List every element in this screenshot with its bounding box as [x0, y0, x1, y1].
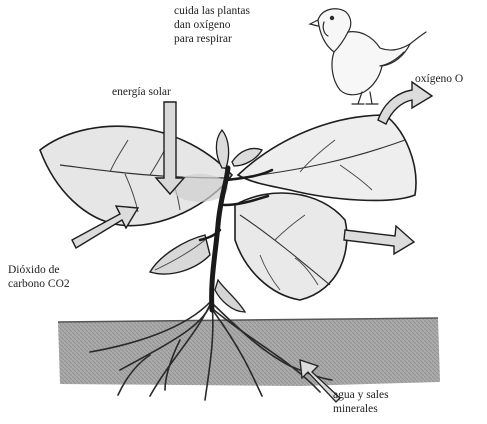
bird-caption: cuida las plantas dan oxígeno para respi… — [174, 4, 250, 46]
oxygen-arrow-icon — [378, 82, 432, 124]
water-minerals-line: agua y sales — [333, 388, 389, 402]
right-upper-leaf — [238, 115, 416, 200]
bird-caption-line: para respirar — [174, 32, 250, 46]
right-lower-leaf — [235, 193, 347, 300]
co2-label-line: carbono CO2 — [8, 277, 70, 291]
bird-caption-line: cuida las plantas — [174, 4, 250, 18]
water-minerals-label: agua y sales minerales — [333, 388, 389, 416]
co2-label-line: Dióxido de — [8, 263, 70, 277]
solar-energy-label: energía solar — [112, 85, 171, 99]
bird-icon — [310, 9, 426, 104]
small-right-leaf — [215, 280, 245, 312]
oxygen-label: oxígeno O — [415, 72, 463, 86]
water-minerals-line: minerales — [333, 402, 389, 416]
oxygen-arrow-lower-icon — [344, 226, 414, 254]
soil — [58, 318, 440, 386]
co2-label: Dióxido de carbono CO2 — [8, 263, 70, 291]
bird-caption-line: dan oxígeno — [174, 18, 250, 32]
